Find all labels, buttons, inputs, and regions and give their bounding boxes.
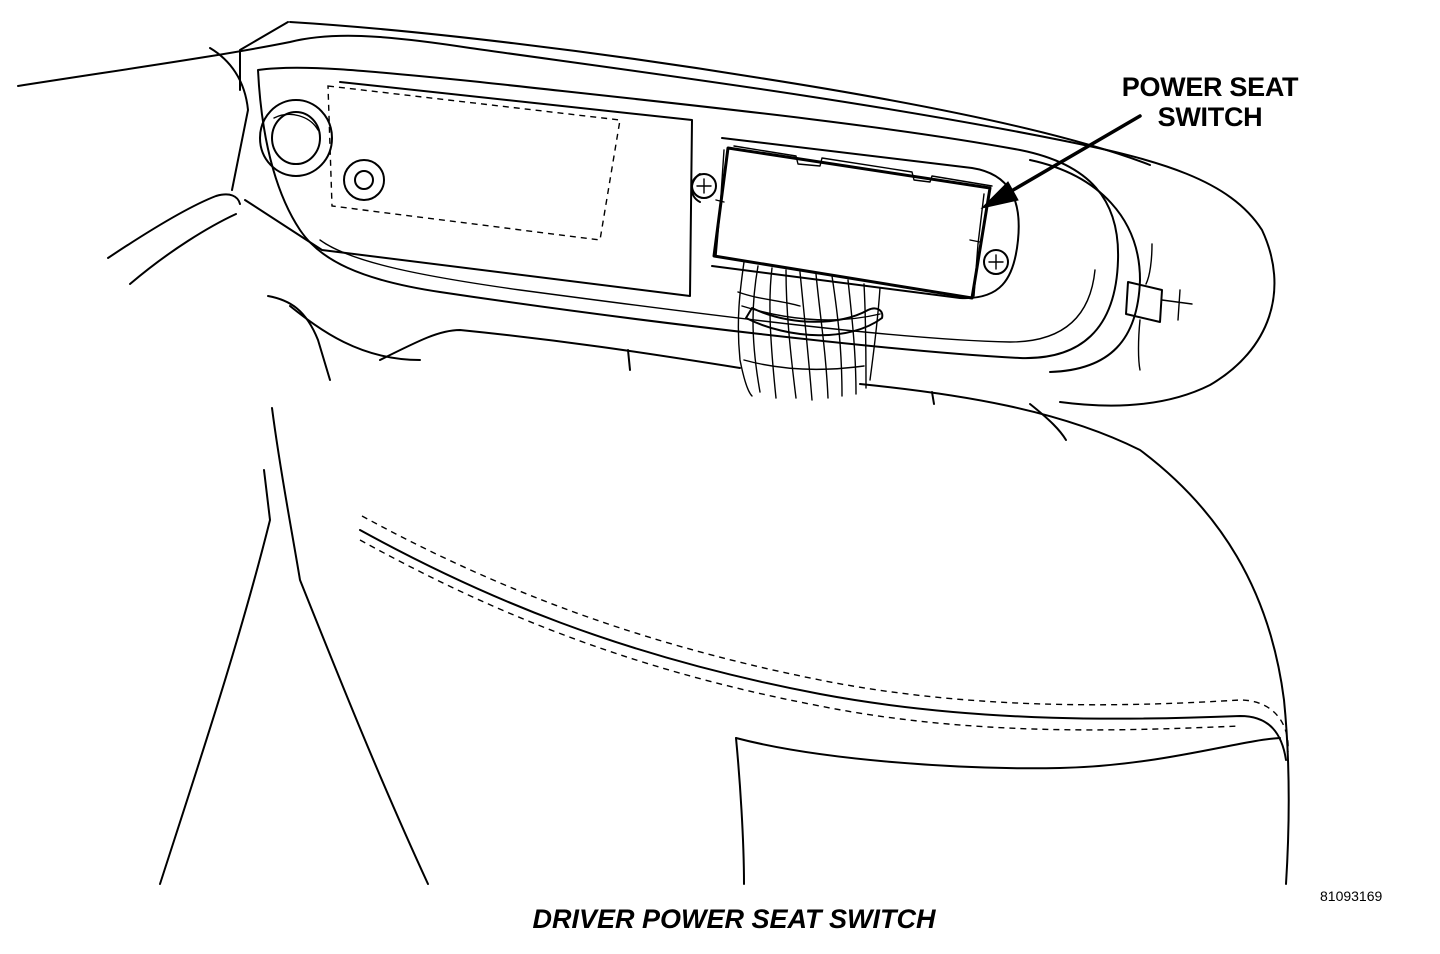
mounting-screw-left — [691, 173, 717, 199]
figure-number: 81093169 — [1320, 888, 1383, 904]
storage-recess — [244, 81, 693, 297]
mounting-screw-right — [983, 249, 1009, 275]
wiring-harness — [737, 261, 884, 401]
callout-line-1: POWER SEAT — [1121, 72, 1299, 102]
round-knob-small — [343, 159, 385, 201]
figure-caption: DRIVER POWER SEAT SWITCH — [532, 904, 936, 934]
callout-arrow — [980, 114, 1142, 209]
trim-clip — [1125, 243, 1193, 371]
power-seat-switch-label: POWER SEAT SWITCH — [1090, 72, 1330, 132]
seat-stitching — [359, 515, 1289, 761]
callout-line-2: SWITCH — [1157, 102, 1263, 132]
armrest-trim-panel — [17, 21, 1276, 407]
power-seat-switch — [712, 145, 993, 300]
seat-side-panel — [107, 193, 1290, 885]
round-knob-large — [259, 99, 333, 177]
